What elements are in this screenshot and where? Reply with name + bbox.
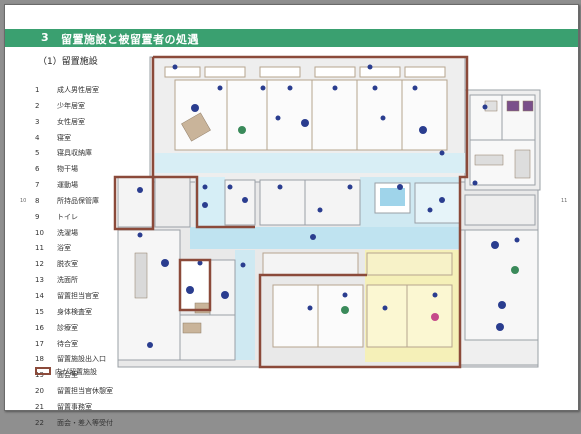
legend-item-label: トイレ: [57, 212, 78, 221]
legend-item: 1 成人男性居室: [35, 85, 155, 101]
room-number-markers: [137, 64, 520, 311]
legend-item-number: 2: [35, 101, 40, 110]
section-number: 3: [41, 31, 49, 44]
people-figures: [137, 104, 519, 348]
legend-item-label: 留置施設出入口: [57, 355, 106, 364]
facility-floor-plan: [113, 55, 541, 369]
legend-item-label: 洗面所: [57, 276, 78, 285]
legend-item-number: 15: [35, 307, 44, 316]
legend-item-label: 寝室: [57, 133, 71, 142]
legend-item-number: 17: [35, 339, 44, 348]
legend-item: 2 少年居室: [35, 101, 155, 117]
furniture: [134, 100, 534, 334]
legend-item: 9 トイレ: [35, 212, 155, 228]
legend-item-label: 運動場: [57, 181, 78, 190]
legend-item-number: 6: [35, 165, 40, 174]
legend-item-label: 少年居室: [57, 101, 85, 110]
legend-item: 3 女性居室: [35, 117, 155, 133]
legend-item: 14 留置担当官室: [35, 291, 155, 307]
legend-item-number: 1: [35, 86, 40, 94]
legend-item-number: 13: [35, 276, 44, 285]
bath-area: [374, 182, 461, 224]
legend-item-number: 9: [35, 212, 40, 221]
boundary-key-swatch: [35, 367, 51, 375]
legend-item-label: 脱衣室: [57, 260, 78, 269]
page-mark-right: 11: [561, 198, 568, 204]
legend-item-label: 所持品保管庫: [57, 196, 99, 205]
legend-item-label: 待合室: [57, 339, 78, 348]
left-rooms: [117, 176, 361, 361]
legend-item: 12 脱衣室: [35, 259, 155, 275]
document-page: 3 留置施設と被留置者の処遇 （1）留置施設 1 成人男性居室 2 少年居室 3 女性居室…: [4, 4, 579, 427]
legend-item-label: 浴室: [57, 244, 71, 253]
legend-item: 10 洗濯場: [35, 228, 155, 244]
legend-item-number: 10: [35, 228, 44, 237]
legend-item-label: 診療室: [57, 323, 78, 332]
upper-cells: [164, 66, 448, 151]
legend-item-label: 留置事務室: [57, 402, 92, 411]
legend-item: 5 寝具収納庫: [35, 148, 155, 164]
room-legend-list: 1 成人男性居室 2 少年居室 3 女性居室 4 寝室 5 寝具収納庫 6 物干場 7 運動場 8 所持品保管…: [35, 85, 155, 434]
legend-item: 16 診療室: [35, 323, 155, 339]
legend-item-label: 面会・差入等受付: [57, 418, 113, 427]
legend-item-label: 面会室: [57, 371, 78, 380]
legend-item-label: 寝具収納庫: [57, 149, 92, 158]
legend-item: 17 待合室: [35, 339, 155, 355]
legend-item-label: 物干場: [57, 165, 78, 174]
legend-item-number: 21: [35, 402, 44, 411]
subsection-title: （1）留置施設: [38, 57, 98, 67]
legend-item-number: 19: [35, 371, 44, 380]
legend-item: 22 面会・差入等受付: [35, 418, 155, 434]
legend-item: 4 寝室: [35, 133, 155, 149]
legend-item-label: 留置担当官休憩室: [57, 387, 113, 396]
legend-item-number: 5: [35, 149, 40, 158]
legend-item-number: 16: [35, 323, 44, 332]
legend-item: 11 浴室: [35, 243, 155, 259]
legend-item: 21 留置事務室: [35, 402, 155, 418]
legend-item: 19 面会室: [35, 370, 155, 386]
legend-item: 6 物干場: [35, 164, 155, 180]
legend-item: 20 留置担当官休憩室: [35, 386, 155, 402]
legend-item-number: 11: [35, 244, 44, 253]
legend-item-number: 7: [35, 181, 40, 190]
legend-item-number: 4: [35, 133, 40, 142]
section-title: 留置施設と被留置者の処遇: [61, 33, 199, 46]
legend-item-label: 身体検査室: [57, 307, 92, 316]
legend-item: 8 所持品保管庫: [35, 196, 155, 212]
legend-item: 15 身体検査室: [35, 307, 155, 323]
legend-item-label: 成人男性居室: [57, 86, 99, 94]
lower-cells: [262, 252, 453, 348]
legend-item-number: 20: [35, 387, 44, 396]
legend-item-number: 14: [35, 291, 44, 300]
legend-item-number: 18: [35, 355, 44, 364]
page-mark-left: 10: [20, 198, 27, 204]
boundary-key-label: 内が留置施設: [55, 368, 97, 376]
section-header-bar: 3 留置施設と被留置者の処遇: [5, 29, 578, 47]
legend-item: 18 留置施設出入口: [35, 354, 155, 370]
legend-item: 13 洗面所: [35, 275, 155, 291]
legend-item-number: 22: [35, 418, 44, 427]
legend-item-number: 12: [35, 260, 44, 269]
facility-boundary: [113, 55, 469, 369]
legend-item-number: 3: [35, 117, 40, 126]
legend-item-label: 女性居室: [57, 117, 85, 126]
legend-item-label: 留置担当官室: [57, 291, 99, 300]
legend-item-number: 8: [35, 196, 40, 205]
legend-item-label: 洗濯場: [57, 228, 78, 237]
legend-item: 7 運動場: [35, 180, 155, 196]
